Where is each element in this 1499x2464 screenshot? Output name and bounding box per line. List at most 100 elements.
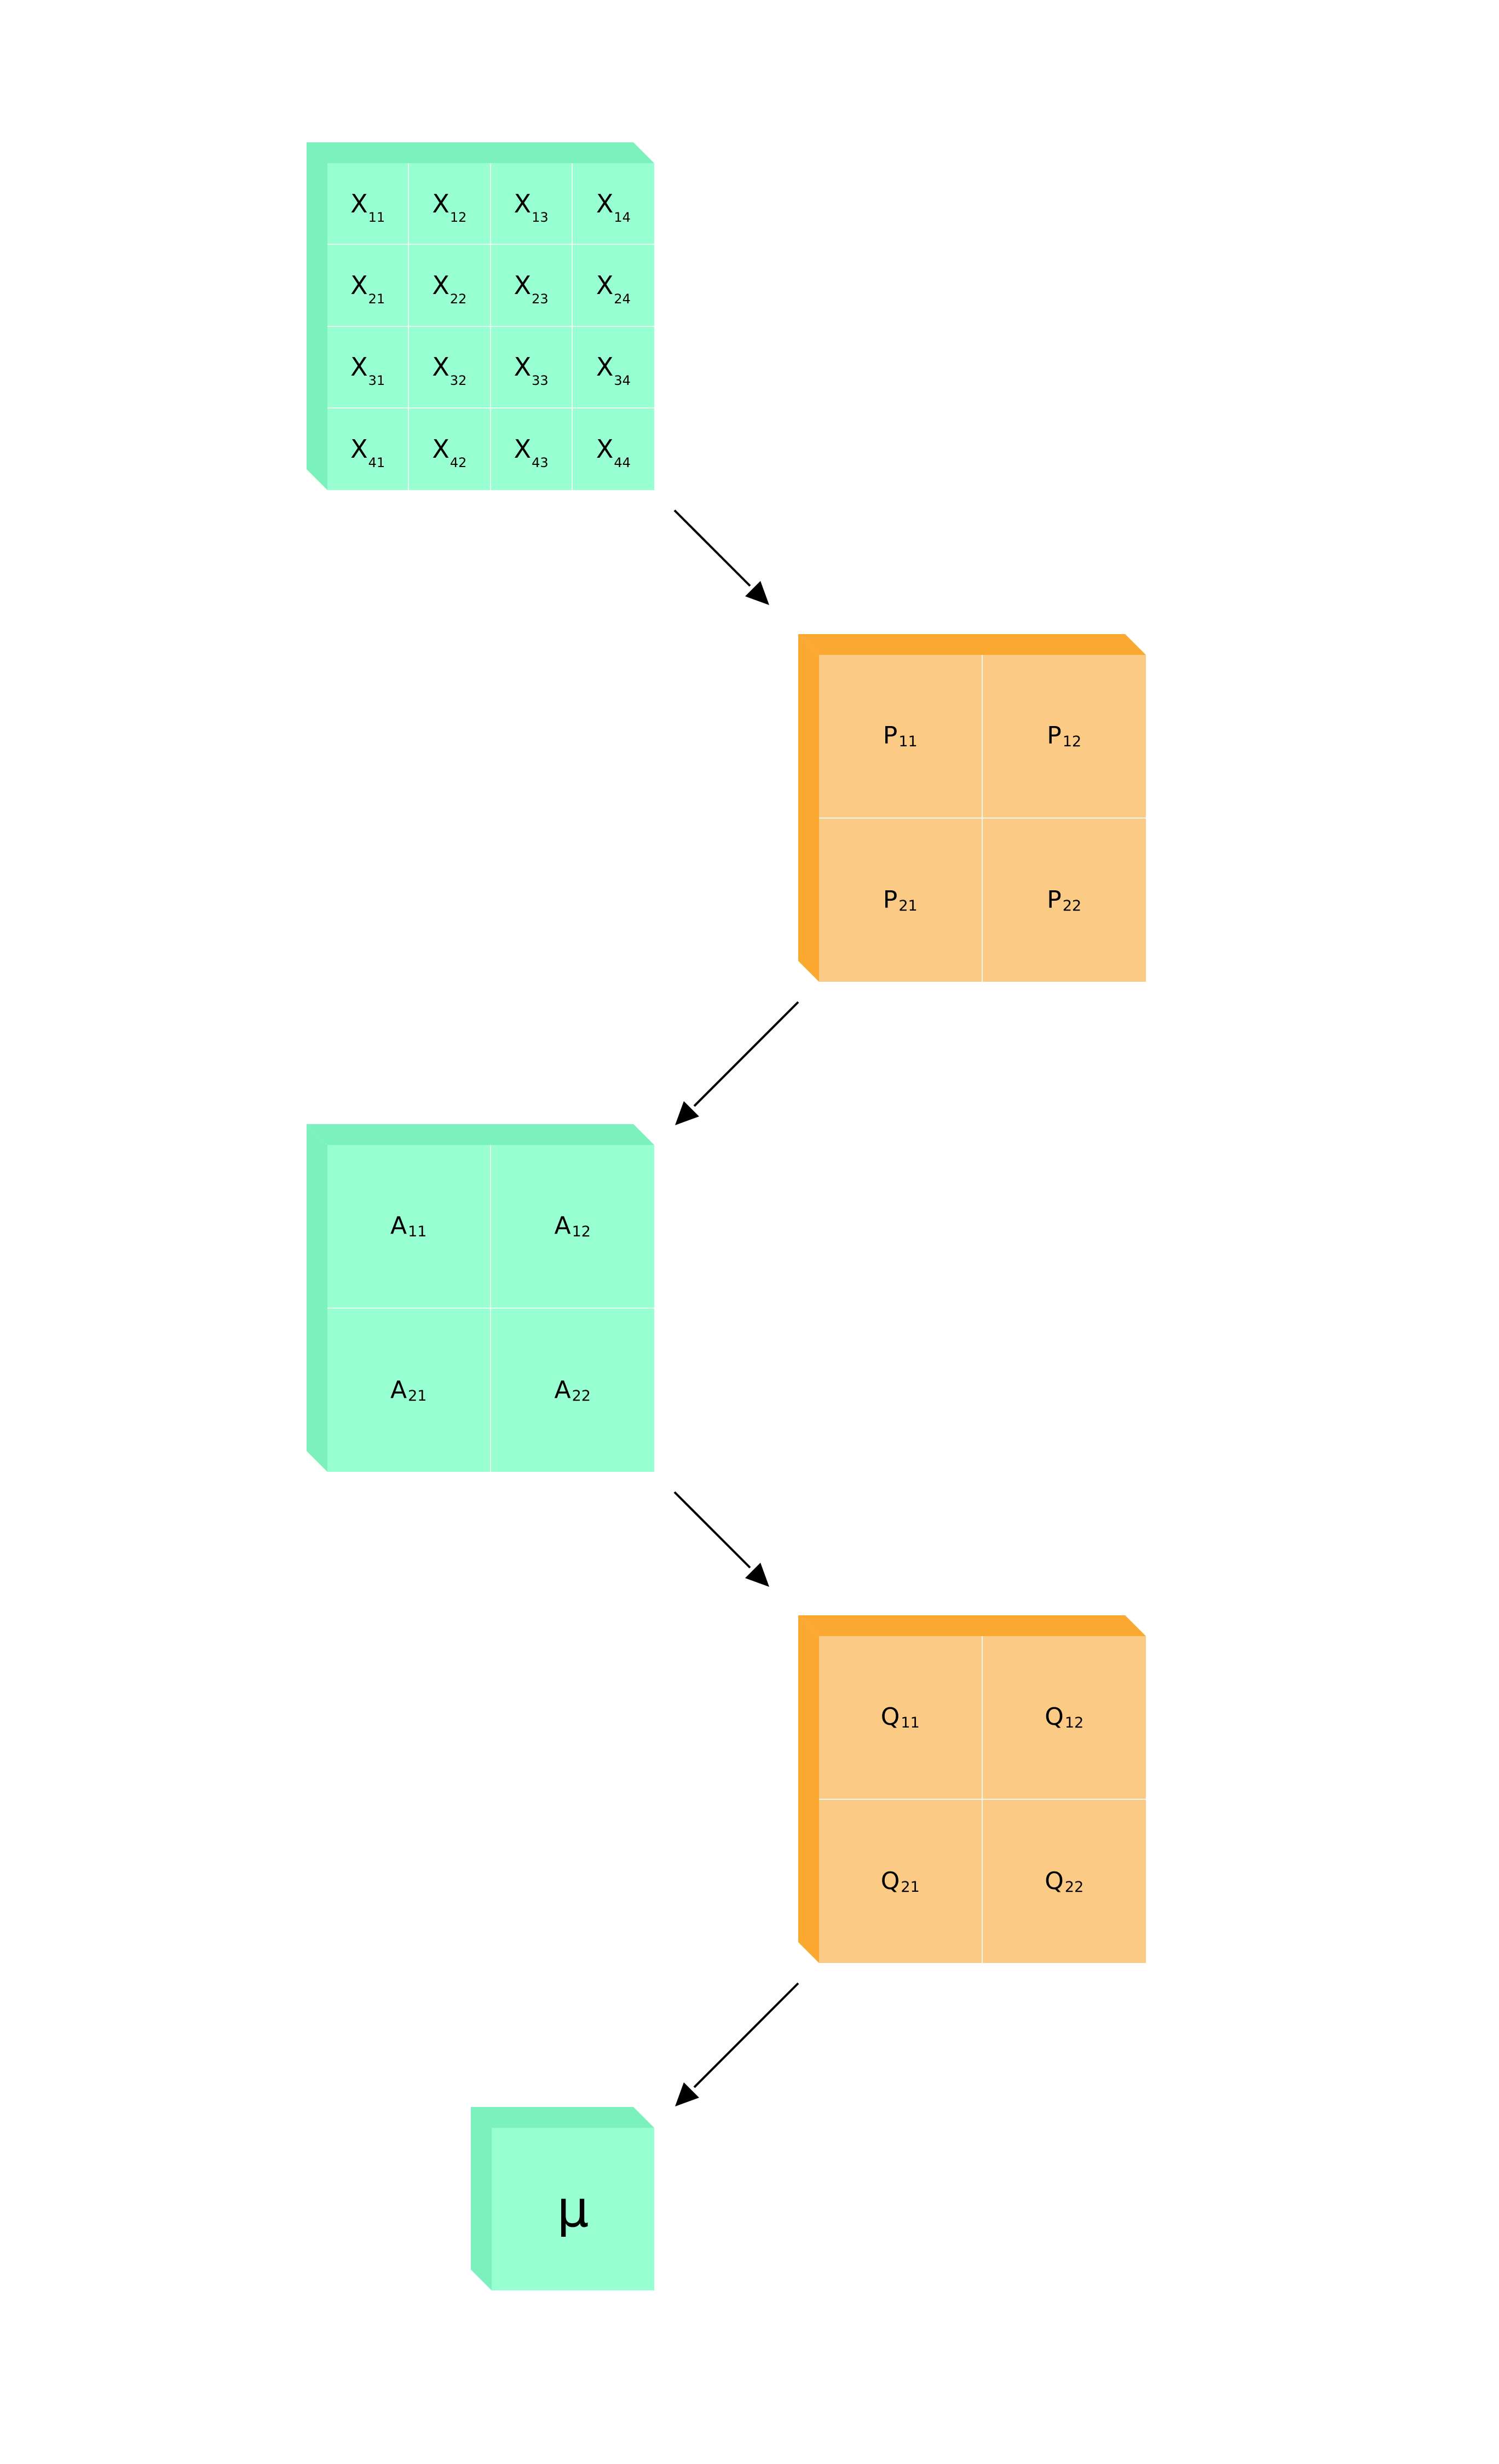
arrow-x-to-p — [673, 509, 769, 605]
cell-letter: X — [350, 188, 368, 218]
cell-letter: X — [514, 352, 532, 382]
cell-subscript: 21 — [898, 897, 918, 914]
cell-subscript: 44 — [614, 455, 631, 471]
cell-subscript: 21 — [901, 1878, 920, 1896]
result-mu-cell: μ — [492, 2128, 654, 2290]
cell-subscript: 22 — [1064, 1878, 1084, 1896]
cell-subscript: 14 — [614, 209, 631, 225]
matrix-a-side-face — [307, 1124, 327, 1472]
matrix-q-top-face — [798, 1615, 1146, 1636]
cell-letter: X — [514, 270, 532, 300]
matrix-q-depth — [798, 1615, 1146, 1963]
result-mu-top-face — [471, 2107, 654, 2128]
cell-letter: X — [596, 434, 614, 464]
cell-subscript: 21 — [368, 291, 385, 307]
cell-subscript: 22 — [449, 291, 467, 307]
cell-letter: X — [514, 434, 532, 464]
cell-subscript: 42 — [449, 455, 467, 471]
cell-letter: Q — [1045, 1703, 1064, 1731]
cell-letter: P — [1047, 885, 1062, 914]
cell-subscript: 24 — [614, 291, 631, 307]
matrix-x-top-face — [307, 142, 654, 163]
cell-letter: X — [432, 352, 449, 382]
cell-letter: Q — [880, 1703, 900, 1731]
cell-subscript: 33 — [532, 373, 549, 389]
cell-subscript: 22 — [1062, 897, 1082, 914]
arrow-a-to-q — [673, 1491, 769, 1587]
result-mu-symbol: μ — [557, 2179, 589, 2238]
result-mu-side-face — [471, 2107, 492, 2290]
cell-letter: X — [432, 188, 449, 218]
cell-subscript: 11 — [368, 209, 385, 225]
cell-letter: A — [390, 1212, 407, 1240]
cell-letter: Q — [880, 1867, 900, 1895]
cell-subscript: 11 — [901, 1714, 920, 1732]
matrix-a-top-face — [307, 1124, 654, 1145]
cell-letter: A — [554, 1375, 571, 1404]
cell-subscript: 41 — [368, 455, 385, 471]
matrix-p-side-face — [798, 634, 819, 982]
cell-letter: Q — [1045, 1867, 1064, 1895]
cell-letter: X — [350, 270, 368, 300]
cell-subscript: 13 — [532, 209, 549, 225]
result-mu-block: μ — [471, 2107, 654, 2290]
cell-letter: P — [883, 722, 898, 750]
cell-subscript: 11 — [408, 1223, 427, 1241]
cell-letter: X — [350, 352, 368, 382]
cell-subscript: 31 — [368, 373, 385, 389]
cell-subscript: 11 — [898, 733, 918, 751]
cell-letter: A — [554, 1212, 571, 1240]
cell-subscript: 12 — [572, 1223, 591, 1241]
cell-letter: P — [1047, 722, 1062, 750]
cell-subscript: 22 — [572, 1387, 591, 1404]
cell-letter: X — [596, 188, 614, 218]
